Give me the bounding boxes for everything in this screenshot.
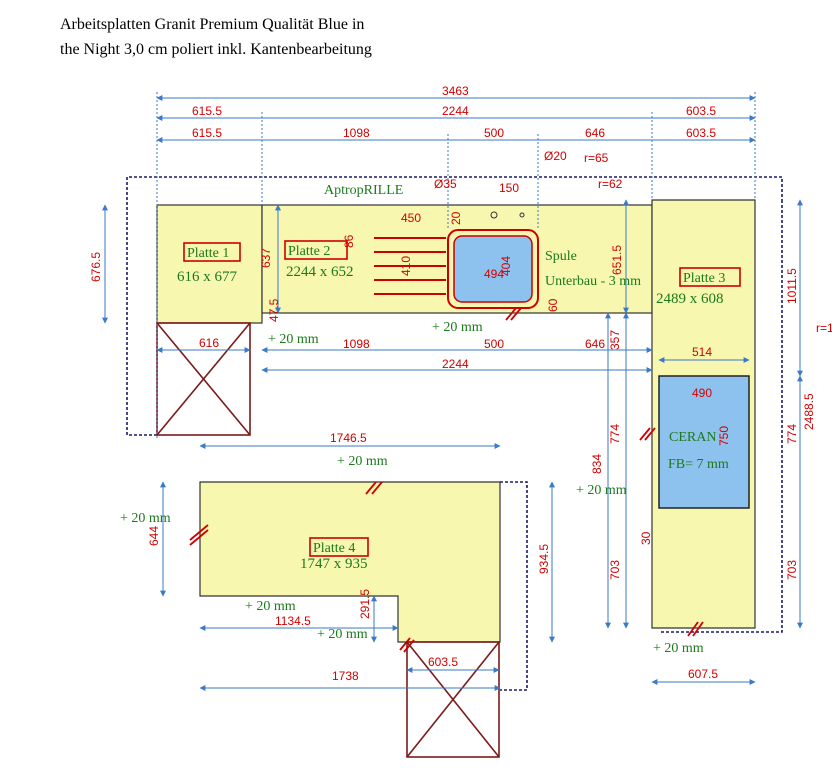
drain-grooves <box>374 237 446 295</box>
title-line-1: Arbeitsplatten Granit Premium Qualität B… <box>60 16 365 33</box>
dim-d774b: 774 <box>785 424 799 444</box>
dim-d644: 644 <box>147 526 161 546</box>
dim-top-left: 615.5 <box>192 104 222 118</box>
platte-4-size: 1747 x 935 <box>300 556 368 572</box>
platte-1-slab <box>156 204 263 324</box>
dim-d450: 450 <box>401 211 421 225</box>
dim-d500b: 500 <box>484 337 504 351</box>
dim-d20: Ø20 <box>544 149 567 163</box>
dim-d646b: 646 <box>585 337 605 351</box>
dim-d703b: 703 <box>785 560 799 580</box>
edge-marks <box>189 307 704 653</box>
dim-d30: 30 <box>639 531 653 545</box>
fb-label: FB= 7 mm <box>668 457 729 472</box>
dim-d24885: 2488.5 <box>802 393 816 430</box>
ceran-cooktop <box>658 375 750 509</box>
platte-3-size: 2489 x 608 <box>656 291 724 307</box>
dim-d9345: 934.5 <box>537 544 551 574</box>
dim-d1098b: 1098 <box>343 337 370 351</box>
dim-d60: 60 <box>546 298 560 312</box>
dim-r65: r=65 <box>584 151 609 165</box>
edge-note-6: + 20 mm <box>245 599 296 614</box>
sink <box>447 211 539 309</box>
dim-r62: r=62 <box>598 177 623 191</box>
plate-name-boxes <box>183 240 741 557</box>
dim-row3-right: 603.5 <box>686 126 716 140</box>
platte-3-name: Platte 3 <box>683 271 725 286</box>
dim-total-width: 3463 <box>442 84 469 98</box>
r-cut-label: r=1 <box>816 321 832 335</box>
edge-note-2: + 20 mm <box>268 332 319 347</box>
dim-d17465: 1746.5 <box>330 431 367 445</box>
edge-note-7: + 20 mm <box>317 627 368 642</box>
dim-d494: 494 <box>484 267 504 281</box>
dim-d2244b: 2244 <box>442 357 469 371</box>
platte-4-name: Platte 4 <box>313 541 355 556</box>
dim-d404: 404 <box>499 256 513 276</box>
platte-2-name: Platte 2 <box>288 244 330 259</box>
edge-note-1: + 20 mm <box>432 320 483 335</box>
edge-note-3: + 20 mm <box>337 454 388 469</box>
dimension-lines <box>102 92 803 691</box>
unterbau-label: Unterbau - 3 mm <box>545 274 641 289</box>
dim-d410: 410 <box>399 256 413 276</box>
dim-d357: 357 <box>608 330 622 350</box>
drawing-title: Arbeitsplatten Granit Premium Qualität B… <box>60 12 372 62</box>
dim-top-mid: 2244 <box>442 104 469 118</box>
platte-4-slab <box>199 481 501 643</box>
dim-d514: 514 <box>692 345 712 359</box>
dim-d86: 86 <box>342 234 356 248</box>
dim-d834: 834 <box>590 454 604 474</box>
title-line-2: the Night 3,0 cm poliert inkl. Kantenbea… <box>60 41 372 58</box>
dim-d2915: 291.5 <box>358 589 372 619</box>
dim-d6515: 651.5 <box>610 245 624 275</box>
edge-note-4: + 20 mm <box>120 511 171 526</box>
dim-d774a: 774 <box>608 424 622 444</box>
cabinet-bottom <box>406 641 500 758</box>
platte-1-size: 616 x 677 <box>177 269 238 285</box>
edge-note-8: + 20 mm <box>653 641 704 656</box>
dim-d703a: 703 <box>608 560 622 580</box>
dim-d616: 616 <box>199 336 219 350</box>
dim-d637: 637 <box>259 248 273 268</box>
dim-d750: 750 <box>717 426 731 446</box>
dim-row3-1098: 1098 <box>343 126 370 140</box>
dimension-texts: 3463 615.5 2244 603.5 615.5 1098 500 646… <box>89 84 816 683</box>
dim-d35: Ø35 <box>434 177 457 191</box>
dim-row3-646: 646 <box>585 126 605 140</box>
dim-d490: 490 <box>692 386 712 400</box>
edge-note-5: + 20 mm <box>576 483 627 498</box>
cabinet-left <box>156 322 251 436</box>
dim-row3-500: 500 <box>484 126 504 140</box>
aptrop-label: AptropRILLE <box>324 183 403 198</box>
dim-d6075: 607.5 <box>688 667 718 681</box>
dim-d1738: 1738 <box>332 669 359 683</box>
cabinets <box>156 322 500 758</box>
ceran-label: CERAN <box>669 430 716 445</box>
dim-top-right: 603.5 <box>686 104 716 118</box>
dim-d475: 47.5 <box>267 298 281 322</box>
dim-d150: 150 <box>499 181 519 195</box>
dim-d20b: 20 <box>449 211 463 225</box>
dim-row3-left: 615.5 <box>192 126 222 140</box>
dim-d6765: 676.5 <box>89 252 103 282</box>
room-outline <box>126 176 783 691</box>
dim-d11345: 1134.5 <box>275 614 311 628</box>
spule-label: Spule <box>545 249 577 264</box>
platte-2-size: 2244 x 652 <box>286 264 354 280</box>
platte-1-name: Platte 1 <box>187 246 229 261</box>
dim-d10115: 1011.5 <box>785 268 799 304</box>
dim-d6035b: 603.5 <box>428 655 458 669</box>
